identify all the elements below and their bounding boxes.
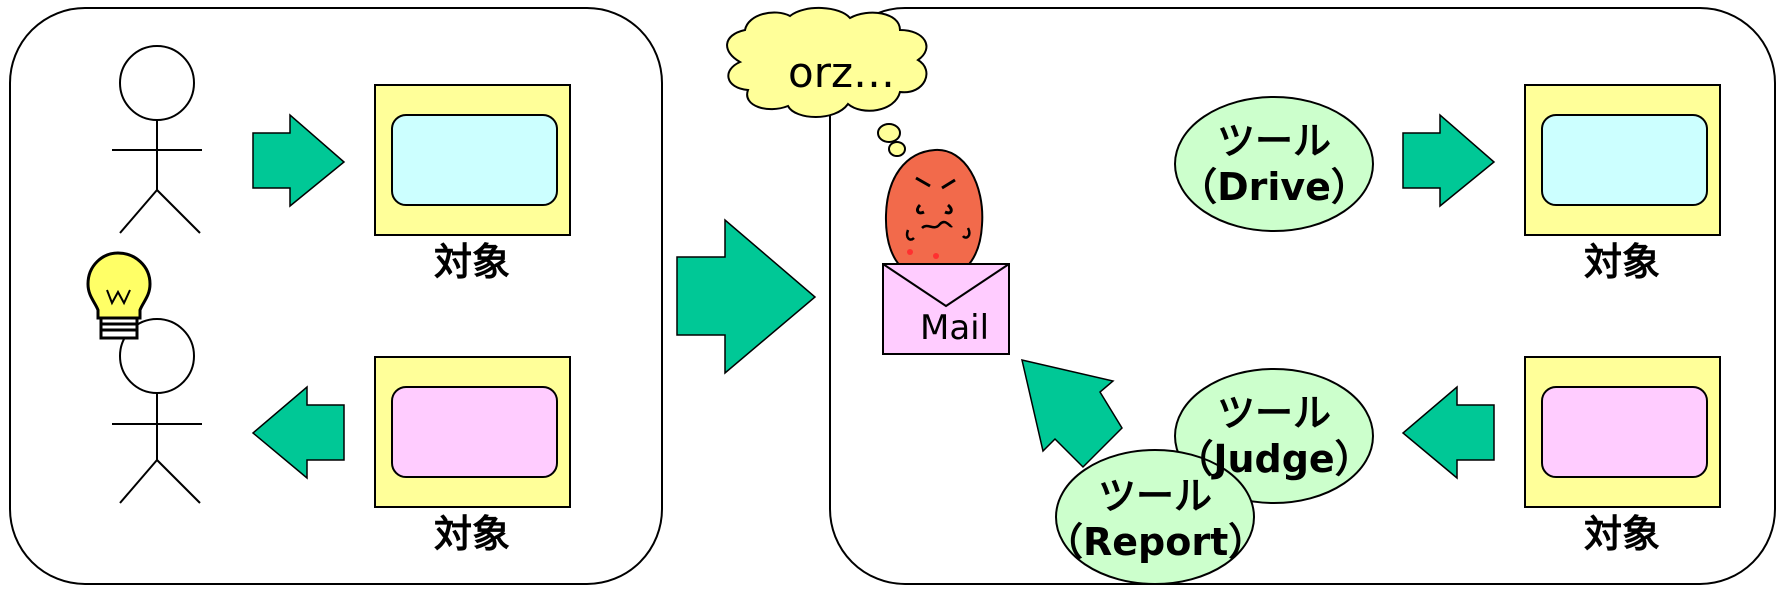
left-target-bottom-label: 対象 bbox=[433, 512, 510, 556]
tool-drive-bubble bbox=[1174, 96, 1374, 232]
tool-report-line2: （Report） bbox=[1045, 520, 1267, 564]
tool-judge-line2: （Judge） bbox=[1175, 437, 1373, 481]
right-target-top-label: 対象 bbox=[1583, 240, 1660, 284]
stick-figure-top bbox=[112, 45, 202, 234]
left-target-top-label: 対象 bbox=[433, 240, 510, 284]
right-target-bottom bbox=[1524, 356, 1721, 508]
arrow-left-bottom-left bbox=[251, 385, 345, 480]
tool-report-label: ツール （Report） bbox=[1045, 473, 1267, 565]
arrow-right-top-left bbox=[252, 113, 346, 208]
cloud-text: orz… bbox=[788, 48, 896, 97]
tool-drive-label: ツール （Drive） bbox=[1174, 118, 1374, 210]
tool-drive-line1: ツール bbox=[1216, 119, 1331, 163]
mascot-character bbox=[884, 148, 984, 282]
left-target-top bbox=[374, 84, 571, 236]
arrow-left-target-to-judge bbox=[1401, 385, 1495, 480]
right-target-bottom-label: 対象 bbox=[1583, 512, 1660, 556]
lightbulb-icon bbox=[86, 251, 152, 340]
left-target-bottom bbox=[374, 356, 571, 508]
tool-drive-line2: （Drive） bbox=[1179, 165, 1369, 209]
arrow-right-drive-to-target bbox=[1402, 113, 1496, 208]
mail-icon bbox=[882, 263, 1010, 355]
right-target-top bbox=[1524, 84, 1721, 236]
arrow-report-to-mail bbox=[1020, 358, 1123, 469]
stick-figure-bottom bbox=[112, 318, 202, 504]
big-transition-arrow bbox=[676, 218, 817, 375]
tool-report-line1: ツール bbox=[1097, 474, 1212, 518]
tool-report-bubble bbox=[1055, 449, 1255, 585]
mail-label: Mail bbox=[920, 308, 990, 348]
tool-judge-line1: ツール bbox=[1216, 391, 1331, 435]
thought-cloud bbox=[726, 6, 928, 157]
tool-judge-label: ツール （Judge） bbox=[1174, 390, 1374, 482]
